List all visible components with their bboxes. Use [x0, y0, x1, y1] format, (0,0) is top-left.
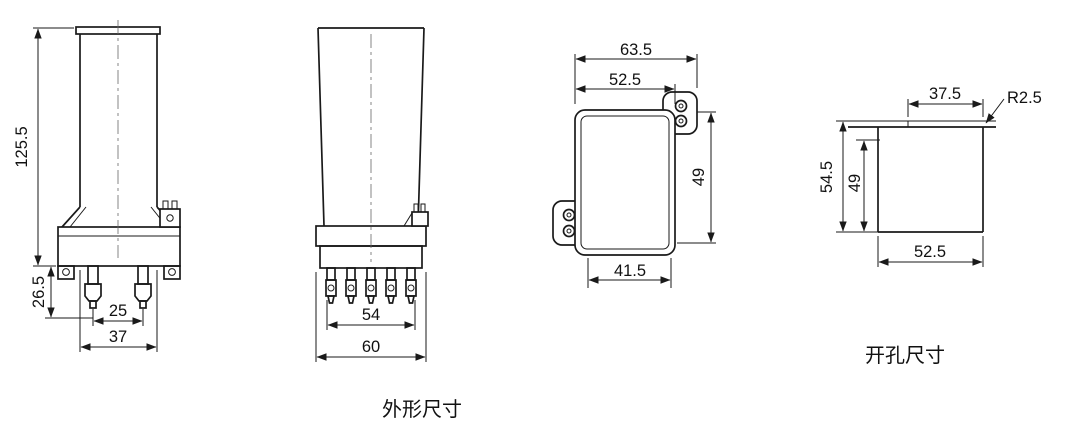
bracket-screw [162, 200, 169, 210]
screw-hole [674, 114, 688, 128]
bracket-screw [171, 200, 178, 210]
screw-hole [562, 208, 576, 222]
dim-label-terminal-spacing: 25 [109, 302, 127, 320]
screw-hole [562, 224, 576, 238]
foot-hole-right [168, 268, 176, 276]
relay-base [57, 226, 181, 267]
terminal-stud-right [137, 265, 149, 285]
side-view-dimensions: 54 60 [315, 272, 427, 362]
terminal-pin [365, 267, 377, 304]
mounting-foot-right [163, 265, 181, 280]
relay-body-sides [317, 27, 425, 227]
screw-hole-center [678, 118, 684, 124]
dim-label-inner-depth: 49 [846, 174, 864, 192]
cutout-side-dimensions: 37.5 R2.5 54.5 49 52.5 [818, 85, 1042, 267]
dim-label-overall-width: 63.5 [620, 41, 652, 59]
panel-cutout-side-view: 37.5 R2.5 54.5 49 52.5 [818, 85, 1042, 267]
dim-label-bottom-width: 41.5 [614, 262, 646, 280]
screw-hole-center [678, 103, 684, 109]
panel-cutout-front-view: 63.5 52.5 49 41.5 [552, 41, 716, 288]
relay-skirt-outer [61, 206, 176, 228]
dim-label-terminal-height: 26.5 [30, 276, 48, 308]
terminal-tip-left [89, 300, 97, 309]
front-view-outline [57, 20, 181, 309]
terminal-pin [385, 267, 397, 304]
extension-line [907, 99, 984, 117]
relay-base-lower [319, 245, 423, 269]
dim-label-corner-radius: R2.5 [1007, 89, 1042, 107]
relay-side-view: 54 60 [315, 27, 429, 362]
extension-line [836, 120, 878, 233]
dim-label-height: 125.5 [13, 126, 31, 167]
extension-line [587, 258, 672, 288]
terminal-pin [405, 267, 417, 304]
bracket-brace [403, 212, 413, 227]
caption-cutout-dimensions: 开孔尺寸 [865, 344, 945, 367]
bracket-screw [420, 203, 426, 213]
foot-hole-left [62, 268, 70, 276]
cutout-front-outline [552, 91, 698, 256]
terminal-bracket [159, 208, 181, 228]
extension-line [677, 111, 716, 244]
relay-body-sides [79, 34, 158, 207]
dim-label-bottom-width: 52.5 [914, 243, 946, 261]
side-view-outline [315, 27, 429, 304]
dim-label-terminal-span: 54 [362, 306, 380, 324]
extension-line [315, 272, 427, 362]
screw-hole [674, 99, 688, 113]
extension-line [877, 236, 984, 267]
relay-skirt-inner [69, 206, 168, 228]
dim-label-width: 60 [362, 338, 380, 356]
terminal-nut-left [84, 283, 102, 302]
cutout-front-dimensions: 63.5 52.5 49 41.5 [574, 41, 716, 288]
extension-line [79, 270, 158, 352]
terminal-pin [345, 267, 357, 304]
radius-leader-line [985, 98, 1005, 124]
terminal-pin [325, 267, 337, 304]
cutout-inner-rect [580, 115, 670, 250]
cutout-outer-rect [574, 109, 676, 256]
terminal-nut-right [134, 283, 152, 302]
screw-hole-center [566, 228, 572, 234]
extension-line [92, 309, 144, 326]
cutout-side-outline [848, 120, 996, 233]
caption-outline-dimensions: 外形尺寸 [382, 398, 462, 421]
dim-label-body-width: 52.5 [609, 71, 641, 89]
dim-label-height: 49 [690, 168, 708, 186]
terminal-bracket [411, 211, 429, 227]
dim-label-width: 37 [109, 328, 127, 346]
screw-hole-center [566, 212, 572, 218]
extension-line [574, 54, 698, 104]
front-view-dimensions: 125.5 26.5 25 37 [13, 27, 158, 352]
terminal-tip-right [139, 300, 147, 309]
bracket-screw [413, 203, 419, 213]
extension-line [326, 300, 416, 330]
bracket-hole [166, 214, 174, 222]
terminal-stud-left [87, 265, 99, 285]
dim-label-overall-depth: 54.5 [818, 161, 836, 193]
mounting-foot-left [57, 265, 75, 280]
cutout-walls [877, 127, 984, 233]
dim-label-top-width: 37.5 [929, 85, 961, 103]
relay-front-view: 125.5 26.5 25 37 [13, 20, 181, 352]
